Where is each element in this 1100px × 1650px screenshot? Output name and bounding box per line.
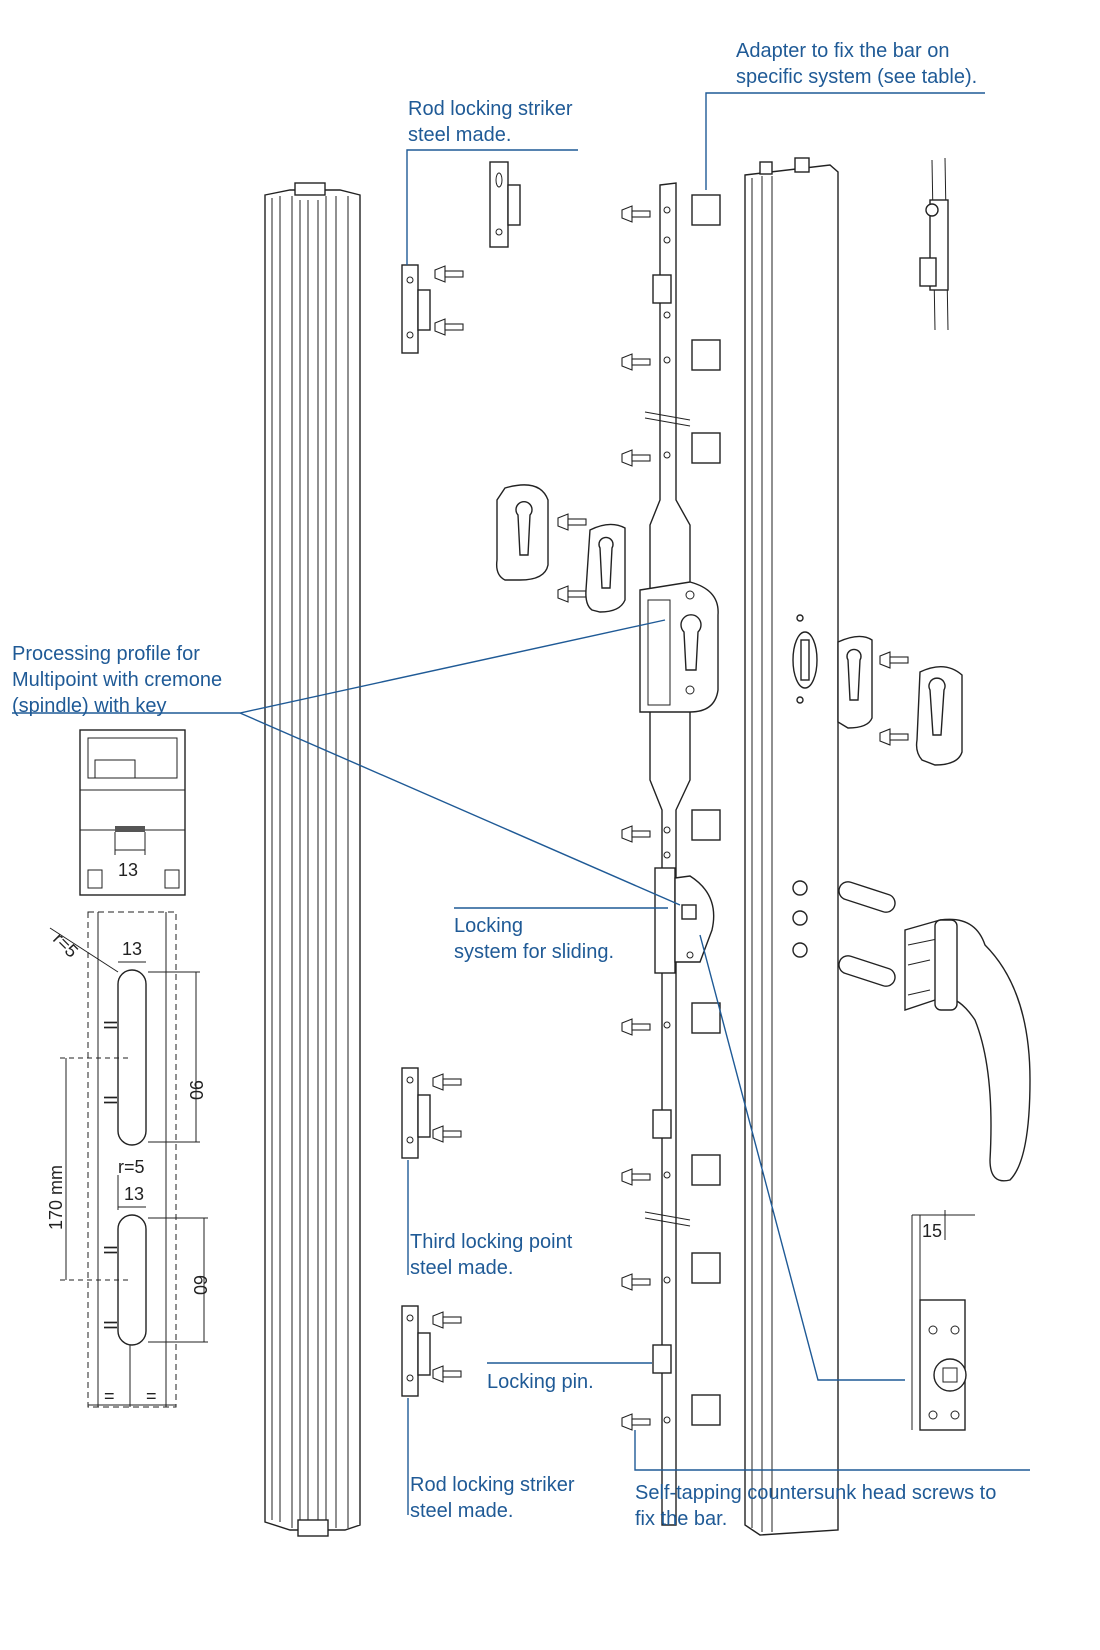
cylinder-covers-left [495, 484, 626, 613]
rod-locking-striker-bottom [401, 1305, 431, 1397]
aluminium-profile-bar [264, 182, 361, 1537]
bottom-slot-length-dim: 60 [190, 1275, 210, 1295]
parallel-mark-3: II [100, 1245, 120, 1255]
screws-callout: Self-tapping countersunk head screws to … [635, 1482, 997, 1530]
slot-spacing-dim: 170 mm [46, 1165, 66, 1230]
locking-pin-callout: Locking pin. [487, 1371, 594, 1393]
parallel-mark-2: II [100, 1095, 120, 1105]
slot-machining-drawing: r=5 13 90 170 mm r=5 13 60 = = II II II … [46, 911, 210, 1408]
top-slot-width-dim: 13 [122, 939, 142, 959]
bottom-slot-width-dim: 13 [124, 1184, 144, 1204]
parallel-mark-1: II [100, 1020, 120, 1030]
cremone-gearbox [639, 581, 719, 713]
cremone-locking-bar [644, 182, 691, 1526]
sliding-locking-mechanism [654, 867, 715, 974]
bottom-radius-dim: r=5 [118, 1157, 145, 1177]
equal-mark-right: = [146, 1386, 157, 1406]
processing-profile-callout: Processing profile for Multipoint with c… [12, 643, 223, 717]
parallel-mark-4: II [100, 1320, 120, 1330]
cremone-handle [838, 881, 1031, 1182]
cylinder-covers-right [837, 635, 963, 766]
profile-slot-width-dim: 13 [118, 860, 138, 880]
top-slot-length-dim: 90 [186, 1080, 206, 1100]
locking-section-detail [911, 1210, 975, 1431]
locking-system-callout: Locking system for sliding. [454, 915, 615, 963]
third-locking-point-callout: Third locking point steel made. [410, 1231, 573, 1279]
third-locking-point [401, 1067, 431, 1159]
rod-end-detail [919, 157, 949, 331]
bar-adapters [691, 194, 721, 1426]
leader-lines [12, 92, 1030, 1515]
rod-striker-top-callout: Rod locking striker steel made. [408, 98, 573, 146]
profile-cross-section: 13 [79, 729, 186, 896]
countersunk-screws [432, 205, 909, 1431]
sash-profile-bar [744, 157, 839, 1536]
rod-striker-bottom-callout: Rod locking striker steel made. [410, 1474, 575, 1522]
top-radius-dim: r=5 [49, 929, 82, 962]
equal-mark-left: = [104, 1386, 115, 1406]
adapter-callout: Adapter to fix the bar on specific syste… [736, 40, 978, 88]
rod-locking-striker-top [401, 161, 521, 354]
bar-offset-dim: 15 [922, 1221, 942, 1241]
